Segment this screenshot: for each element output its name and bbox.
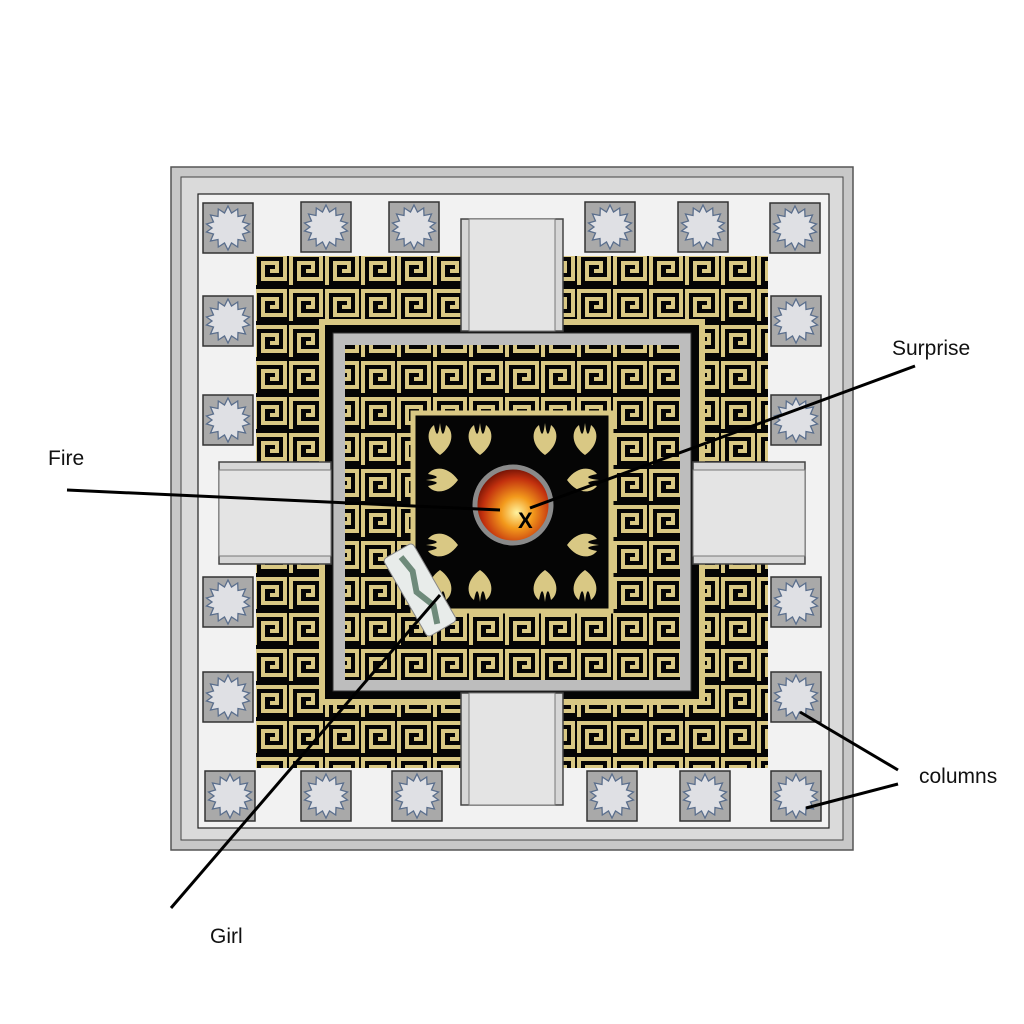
- stairs-north: [460, 218, 564, 332]
- stairs-west: [218, 461, 332, 565]
- surprise-marker: X: [518, 508, 533, 533]
- label-surprise: Surprise: [892, 337, 971, 360]
- stairs-south: [460, 692, 564, 806]
- fire-pit: [472, 464, 554, 546]
- girl-statue: [383, 543, 457, 637]
- stairs-east: [692, 461, 806, 565]
- leader-lines: [66, 364, 916, 909]
- label-fire: Fire: [48, 447, 85, 470]
- label-columns: columns: [919, 765, 998, 788]
- label-girl: Girl: [210, 925, 243, 948]
